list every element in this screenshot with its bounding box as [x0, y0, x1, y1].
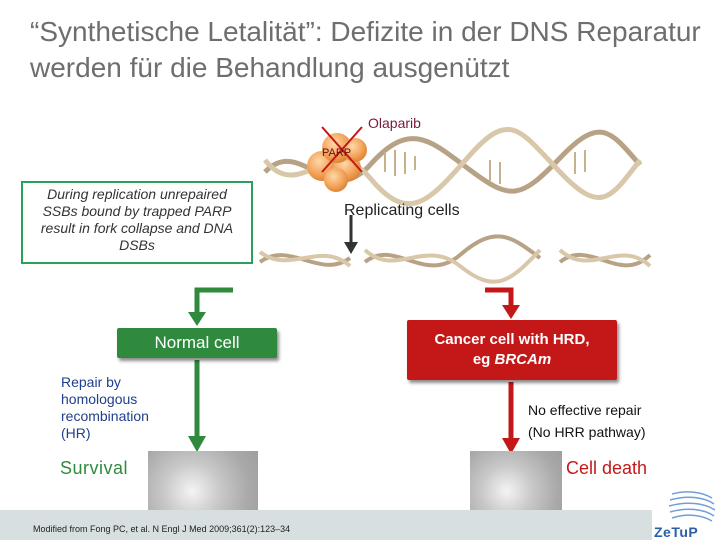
normal-path-arrow-icon — [194, 287, 233, 315]
cancer-arrowhead-icon — [502, 305, 520, 319]
logo-text: ZeTuP — [654, 524, 699, 540]
no-repair-line2: (No HRR pathway) — [528, 424, 646, 440]
dna-helix-top — [199, 127, 643, 207]
cancer-cell-line2: eg BRCAm — [407, 350, 617, 370]
normal-cell-label: Normal cell — [117, 328, 277, 358]
cancer-cell-label: Cancer cell with HRD, eg BRCAm — [407, 320, 617, 380]
cancer-cell-line1: Cancer cell with HRD, — [434, 331, 590, 348]
olaparib-label: Olaparib — [368, 115, 421, 131]
logo-globe-icon — [668, 491, 716, 522]
normal-arrowhead-icon — [188, 312, 206, 326]
replicating-cells-label: Replicating cells — [344, 202, 460, 219]
cancer-cell-prefix: eg — [472, 351, 495, 368]
brca-mutation-label: BRCAm — [494, 351, 552, 368]
survival-arrow-icon — [188, 360, 206, 452]
footer-bar — [0, 510, 652, 540]
citation-text: Modified from Fong PC, et al. N Engl J M… — [33, 524, 291, 534]
zetup-logo — [652, 484, 720, 540]
slide-title: “Synthetische Letalität”: Defizite in de… — [30, 16, 701, 83]
inhibition-cross-icon — [321, 126, 363, 173]
replication-info-box: During replication unrepaired SSBs bound… — [21, 181, 253, 264]
no-repair-line1: No effective repair — [528, 402, 642, 418]
hr-repair-text: Repair by homologous recombination (HR) — [61, 374, 149, 441]
survival-label: Survival — [60, 458, 129, 478]
no-repair-text: No effective repair (No HRR pathway) — [528, 399, 678, 443]
dna-helix-bottom — [258, 234, 652, 284]
parp-molecule — [307, 133, 367, 192]
cell-death-label: Cell death — [566, 458, 648, 478]
cancer-path-arrow-icon — [485, 287, 514, 308]
parp-label: PARP — [322, 147, 352, 159]
replication-arrow-icon — [344, 215, 358, 254]
death-arrow-icon — [502, 382, 520, 454]
